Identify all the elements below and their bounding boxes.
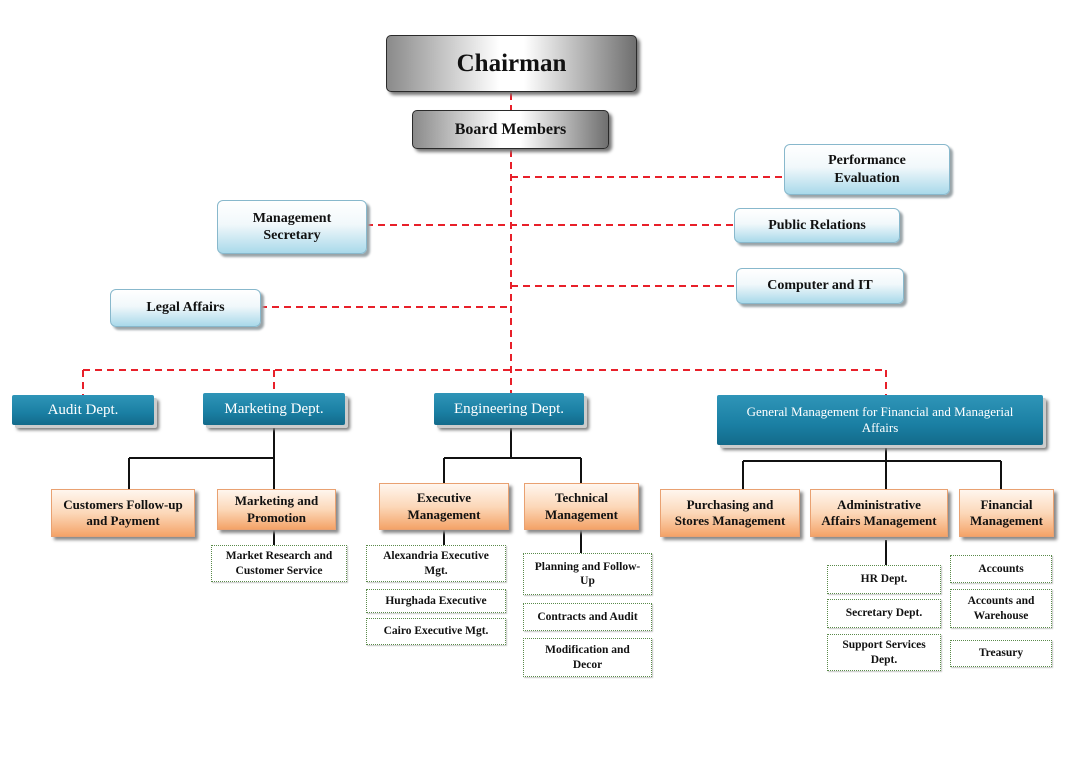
chairman-box: Chairman <box>386 35 637 92</box>
secretary-dept-box: Secretary Dept. <box>827 599 941 628</box>
accounts-box: Accounts <box>950 555 1052 583</box>
contracts-audit-box: Contracts and Audit <box>523 603 652 631</box>
modification-decor-box: Modification and Decor <box>523 638 652 677</box>
hurghada-executive-box: Hurghada Executive <box>366 589 506 613</box>
board-members-box: Board Members <box>412 110 609 149</box>
administrative-affairs-box: Administrative Affairs Management <box>810 489 948 537</box>
technical-management-box: Technical Management <box>524 483 639 530</box>
dashed-connectors <box>82 93 887 395</box>
executive-management-box: Executive Management <box>379 483 509 530</box>
marketing-promotion-box: Marketing and Promotion <box>217 489 336 530</box>
customers-followup-box: Customers Follow-up and Payment <box>51 489 195 537</box>
management-secretary-box: Management Secretary <box>217 200 367 254</box>
legal-affairs-box: Legal Affairs <box>110 289 261 327</box>
support-services-box: Support Services Dept. <box>827 634 941 671</box>
planning-followup-box: Planning and Follow-Up <box>523 553 652 595</box>
hr-dept-box: HR Dept. <box>827 565 941 594</box>
marketing-dept-box: Marketing Dept. <box>203 393 345 425</box>
cairo-executive-box: Cairo Executive Mgt. <box>366 618 506 645</box>
purchasing-stores-box: Purchasing and Stores Management <box>660 489 800 537</box>
computer-it-box: Computer and IT <box>736 268 904 304</box>
treasury-box: Treasury <box>950 640 1052 667</box>
engineering-dept-box: Engineering Dept. <box>434 393 584 425</box>
audit-dept-box: Audit Dept. <box>12 395 154 425</box>
alexandria-executive-box: Alexandria Executive Mgt. <box>366 545 506 582</box>
financial-management-box: Financial Management <box>959 489 1054 537</box>
public-relations-box: Public Relations <box>734 208 900 243</box>
market-research-box: Market Research and Customer Service <box>211 545 347 582</box>
performance-evaluation-box: Performance Evaluation <box>784 144 950 195</box>
general-management-box: General Management for Financial and Man… <box>717 395 1043 445</box>
solid-connectors <box>128 427 1002 565</box>
accounts-warehouse-box: Accounts and Warehouse <box>950 589 1052 628</box>
